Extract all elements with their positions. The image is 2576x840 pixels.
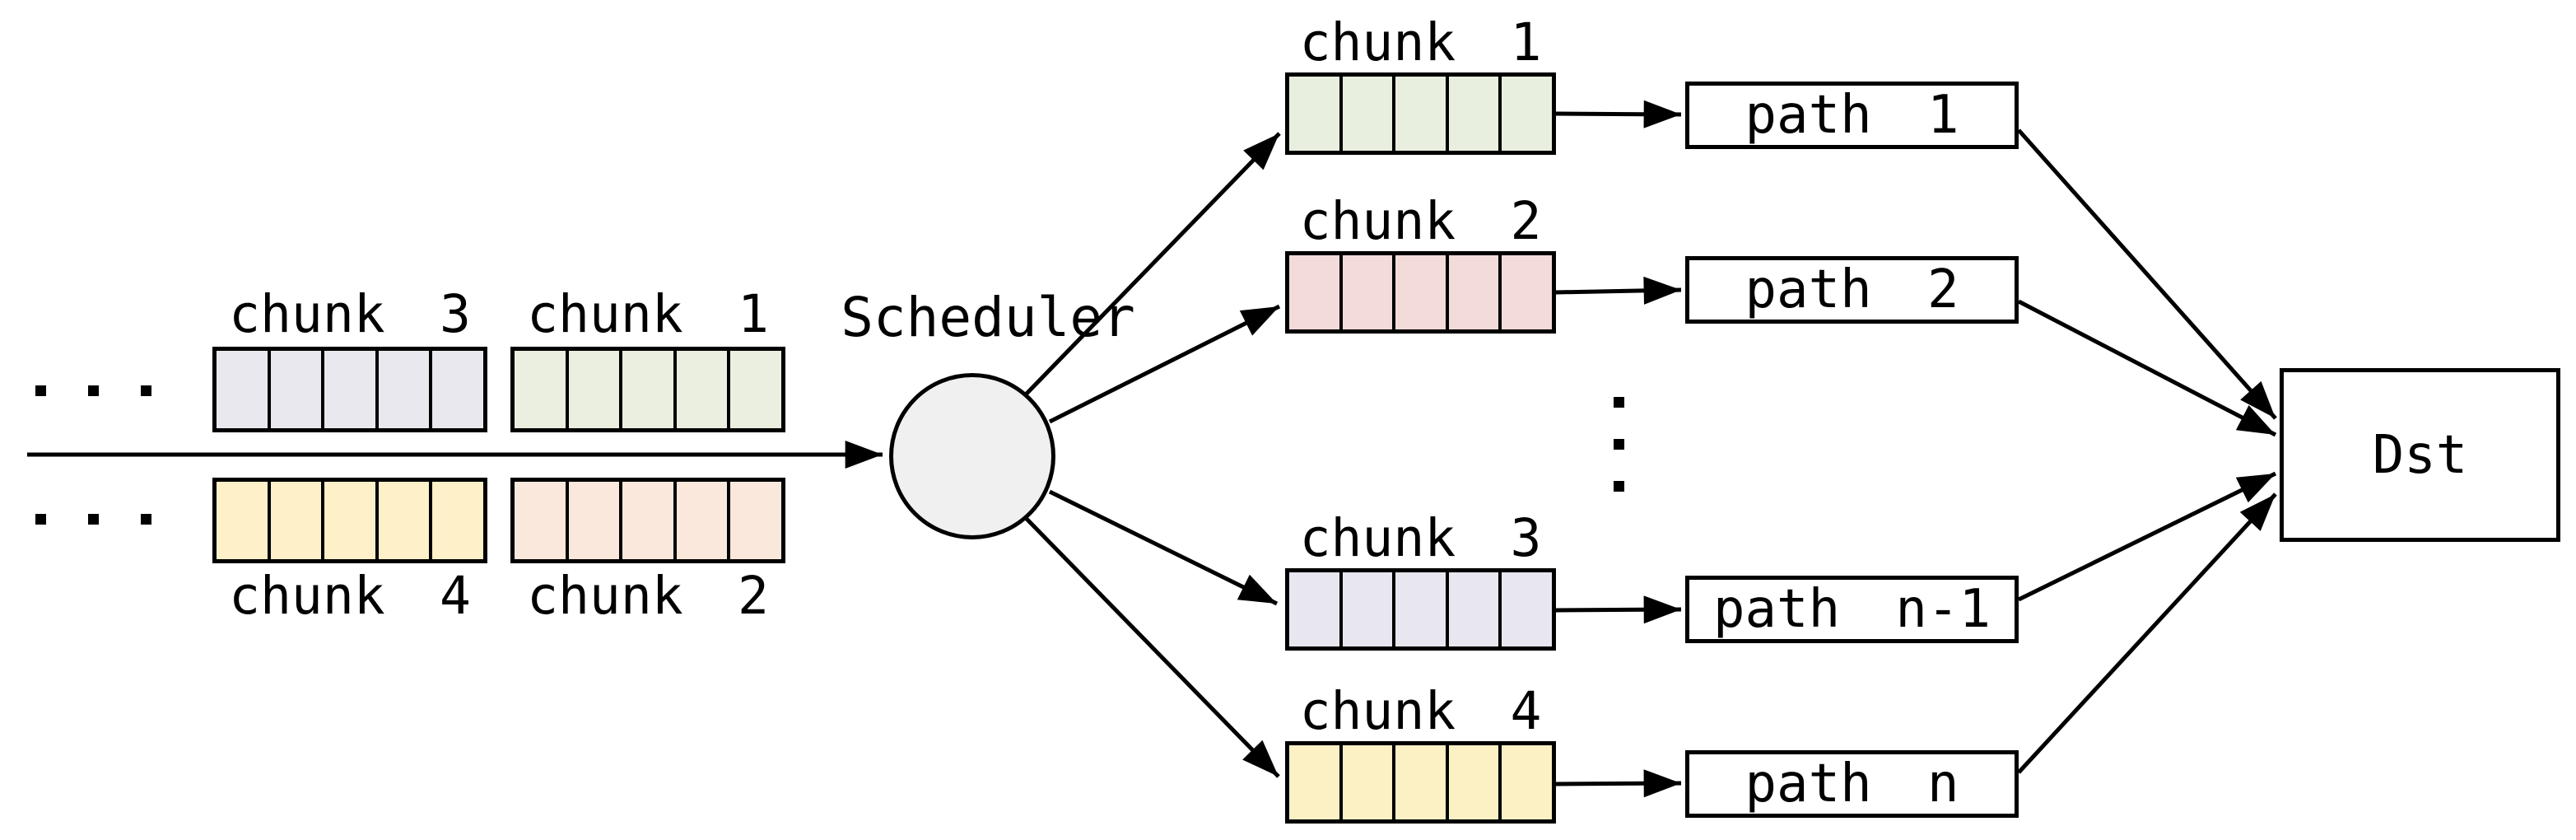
- queue-cell: [432, 351, 483, 428]
- queue-cell: [1502, 255, 1552, 329]
- path-n-to-dst-arrow: [2017, 492, 2277, 774]
- queue-cell: [1395, 572, 1449, 646]
- queue-cell: [1449, 745, 1502, 819]
- dst-box: Dst: [2280, 368, 2560, 542]
- path-1-to-dst-arrow: [2017, 128, 2277, 420]
- dst-label: Dst: [2372, 424, 2468, 486]
- queue-cell: [324, 351, 379, 428]
- queue-3-to-path-n1-arrow: [1555, 595, 1682, 624]
- scheduler-to-queue-2-arrow: [1048, 304, 1281, 424]
- scheduler-node: [889, 373, 1055, 539]
- path-1-label: path 1: [1745, 85, 1959, 146]
- ellipsis-dot: [1614, 439, 1624, 450]
- input-chunk-3-strip: [212, 347, 487, 432]
- queue-cell: [1289, 745, 1343, 819]
- queue-cell: [569, 482, 623, 559]
- input-chunk-4-label: chunk 4: [229, 566, 471, 626]
- path-n-label: path n: [1745, 754, 1959, 814]
- ellipsis-dot: [1614, 481, 1624, 492]
- queue-cell: [1449, 572, 1502, 646]
- queue-chunk-2-label: chunk 2: [1299, 191, 1542, 251]
- queue-cell: [217, 482, 271, 559]
- path-1-box: path 1: [1685, 82, 2019, 149]
- input-chunk-3-label: chunk 3: [229, 284, 471, 344]
- queue-cell: [677, 351, 731, 428]
- queue-cell: [1502, 572, 1552, 646]
- input-chunk-2-label: chunk 2: [527, 566, 769, 626]
- ellipsis-dot: [141, 385, 151, 396]
- queue-chunk-1-strip: [1285, 72, 1556, 155]
- queue-chunk-3-label: chunk 3: [1299, 508, 1542, 568]
- queue-chunk-2-strip: [1285, 251, 1556, 334]
- path-2-to-dst-arrow: [2017, 299, 2277, 437]
- input-chunk-1-strip: [510, 347, 785, 432]
- queue-cell: [515, 482, 569, 559]
- queue-chunk-4-strip: [1285, 741, 1556, 824]
- queue-cell: [1502, 77, 1552, 151]
- queue-chunk-1-label: chunk 1: [1299, 12, 1542, 72]
- path-n1-to-dst-arrow: [2017, 471, 2277, 602]
- queue-cell: [379, 351, 433, 428]
- queue-cell: [217, 351, 271, 428]
- queue-cell: [1449, 77, 1502, 151]
- path-n-box: path n: [1685, 750, 2019, 818]
- queue-cell: [1343, 255, 1396, 329]
- input-chunk-2-strip: [510, 478, 785, 563]
- ellipsis-dot: [1614, 397, 1624, 408]
- path-n1-box: path n-1: [1685, 576, 2019, 643]
- queue-cell: [1289, 77, 1343, 151]
- queue-cell: [379, 482, 433, 559]
- queue-cell: [1395, 255, 1449, 329]
- ellipsis-dot: [35, 514, 46, 525]
- path-n1-label: path n-1: [1712, 579, 1991, 640]
- queue-4-to-path-n-arrow: [1555, 769, 1682, 798]
- queue-2-to-path-2-arrow: [1555, 276, 1682, 305]
- queue-cell: [1289, 255, 1343, 329]
- path-2-label: path 2: [1745, 259, 1959, 320]
- ellipsis-dot: [88, 385, 99, 396]
- queue-cell: [1395, 745, 1449, 819]
- queue-cell: [271, 351, 325, 428]
- queue-cell: [569, 351, 623, 428]
- scheduler-to-queue-4-arrow: [1024, 516, 1280, 778]
- queue-cell: [622, 482, 677, 559]
- queue-cell: [324, 482, 379, 559]
- input-chunk-1-label: chunk 1: [527, 284, 769, 344]
- queue-chunk-4-label: chunk 4: [1299, 681, 1542, 741]
- input-chunk-4-strip: [212, 478, 487, 563]
- ellipsis-dot: [35, 385, 46, 396]
- queue-cell: [1289, 572, 1343, 646]
- scheduler-to-queue-1-arrow: [1023, 132, 1281, 397]
- path-2-box: path 2: [1685, 256, 2019, 324]
- queue-cell: [622, 351, 677, 428]
- scheduler-to-queue-3-arrow: [1048, 489, 1279, 606]
- queue-cell: [1395, 77, 1449, 151]
- queue-cell: [730, 482, 781, 559]
- queue-cell: [677, 482, 731, 559]
- queue-cell: [1343, 745, 1396, 819]
- queue-cell: [432, 482, 483, 559]
- ellipsis-dot: [88, 514, 99, 525]
- scheduler-label: Scheduler: [841, 286, 1135, 349]
- queue-cell: [730, 351, 781, 428]
- queue-cell: [1449, 255, 1502, 329]
- queue-chunk-3-strip: [1285, 568, 1556, 651]
- queue-cell: [1343, 77, 1396, 151]
- queue-cell: [1343, 572, 1396, 646]
- ellipsis-dot: [141, 514, 151, 525]
- queue-cell: [515, 351, 569, 428]
- queue-cell: [271, 482, 325, 559]
- queue-cell: [1502, 745, 1552, 819]
